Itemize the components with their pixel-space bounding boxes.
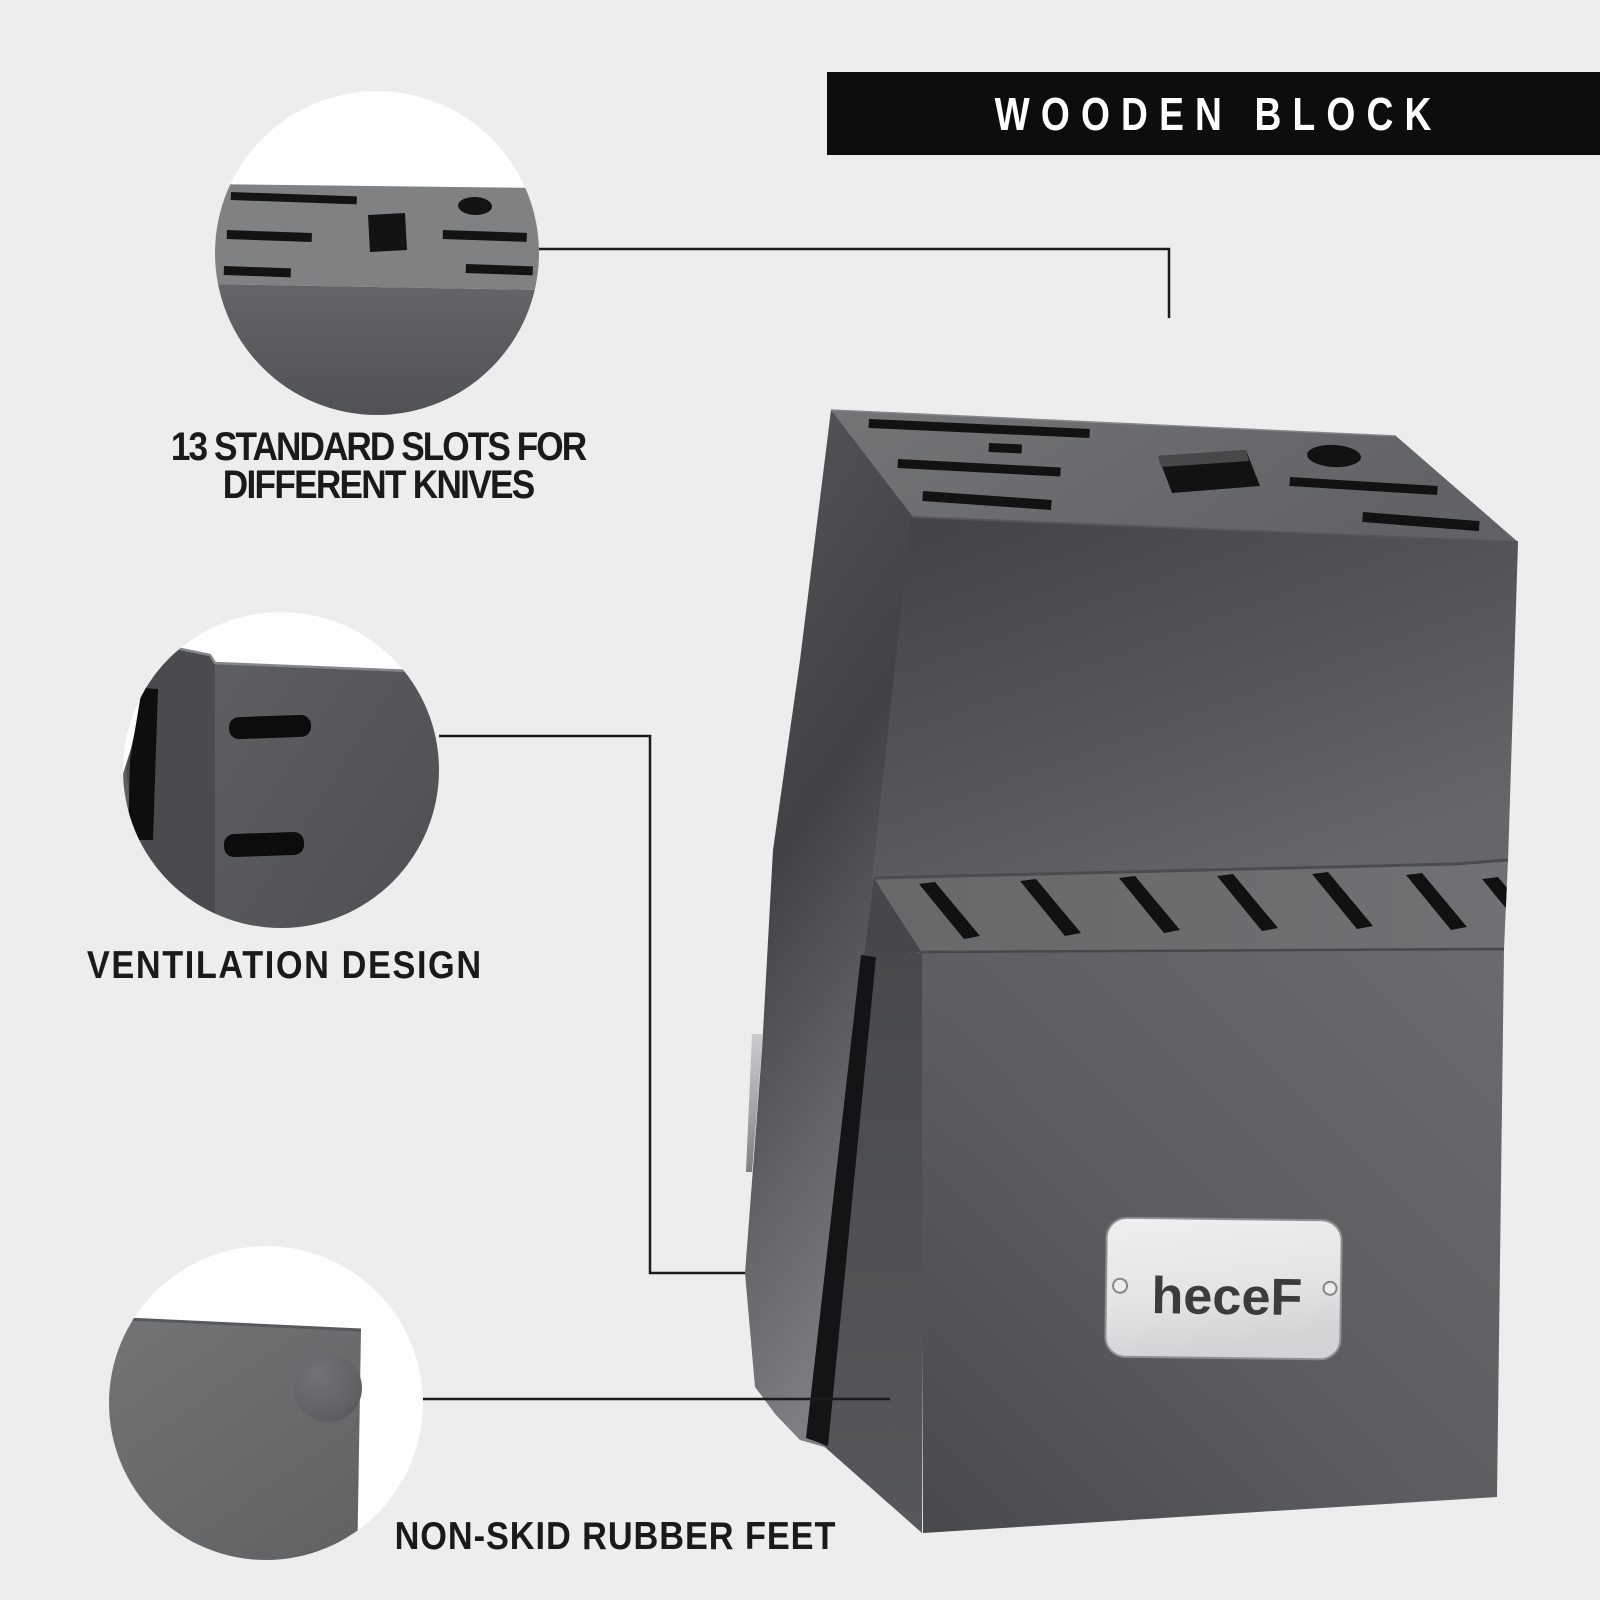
svg-text:VENTILATION DESIGN: VENTILATION DESIGN — [87, 943, 481, 987]
svg-text:DIFFERENT KNIVES: DIFFERENT KNIVES — [223, 462, 535, 507]
svg-text:WOODEN BLOCK: WOODEN BLOCK — [995, 88, 1432, 140]
svg-text:heceF: heceF — [1151, 1267, 1303, 1327]
svg-text:NON-SKID RUBBER FEET: NON-SKID RUBBER FEET — [395, 1514, 836, 1558]
svg-text:13 STANDARD SLOTS FOR: 13 STANDARD SLOTS FOR — [171, 424, 587, 469]
